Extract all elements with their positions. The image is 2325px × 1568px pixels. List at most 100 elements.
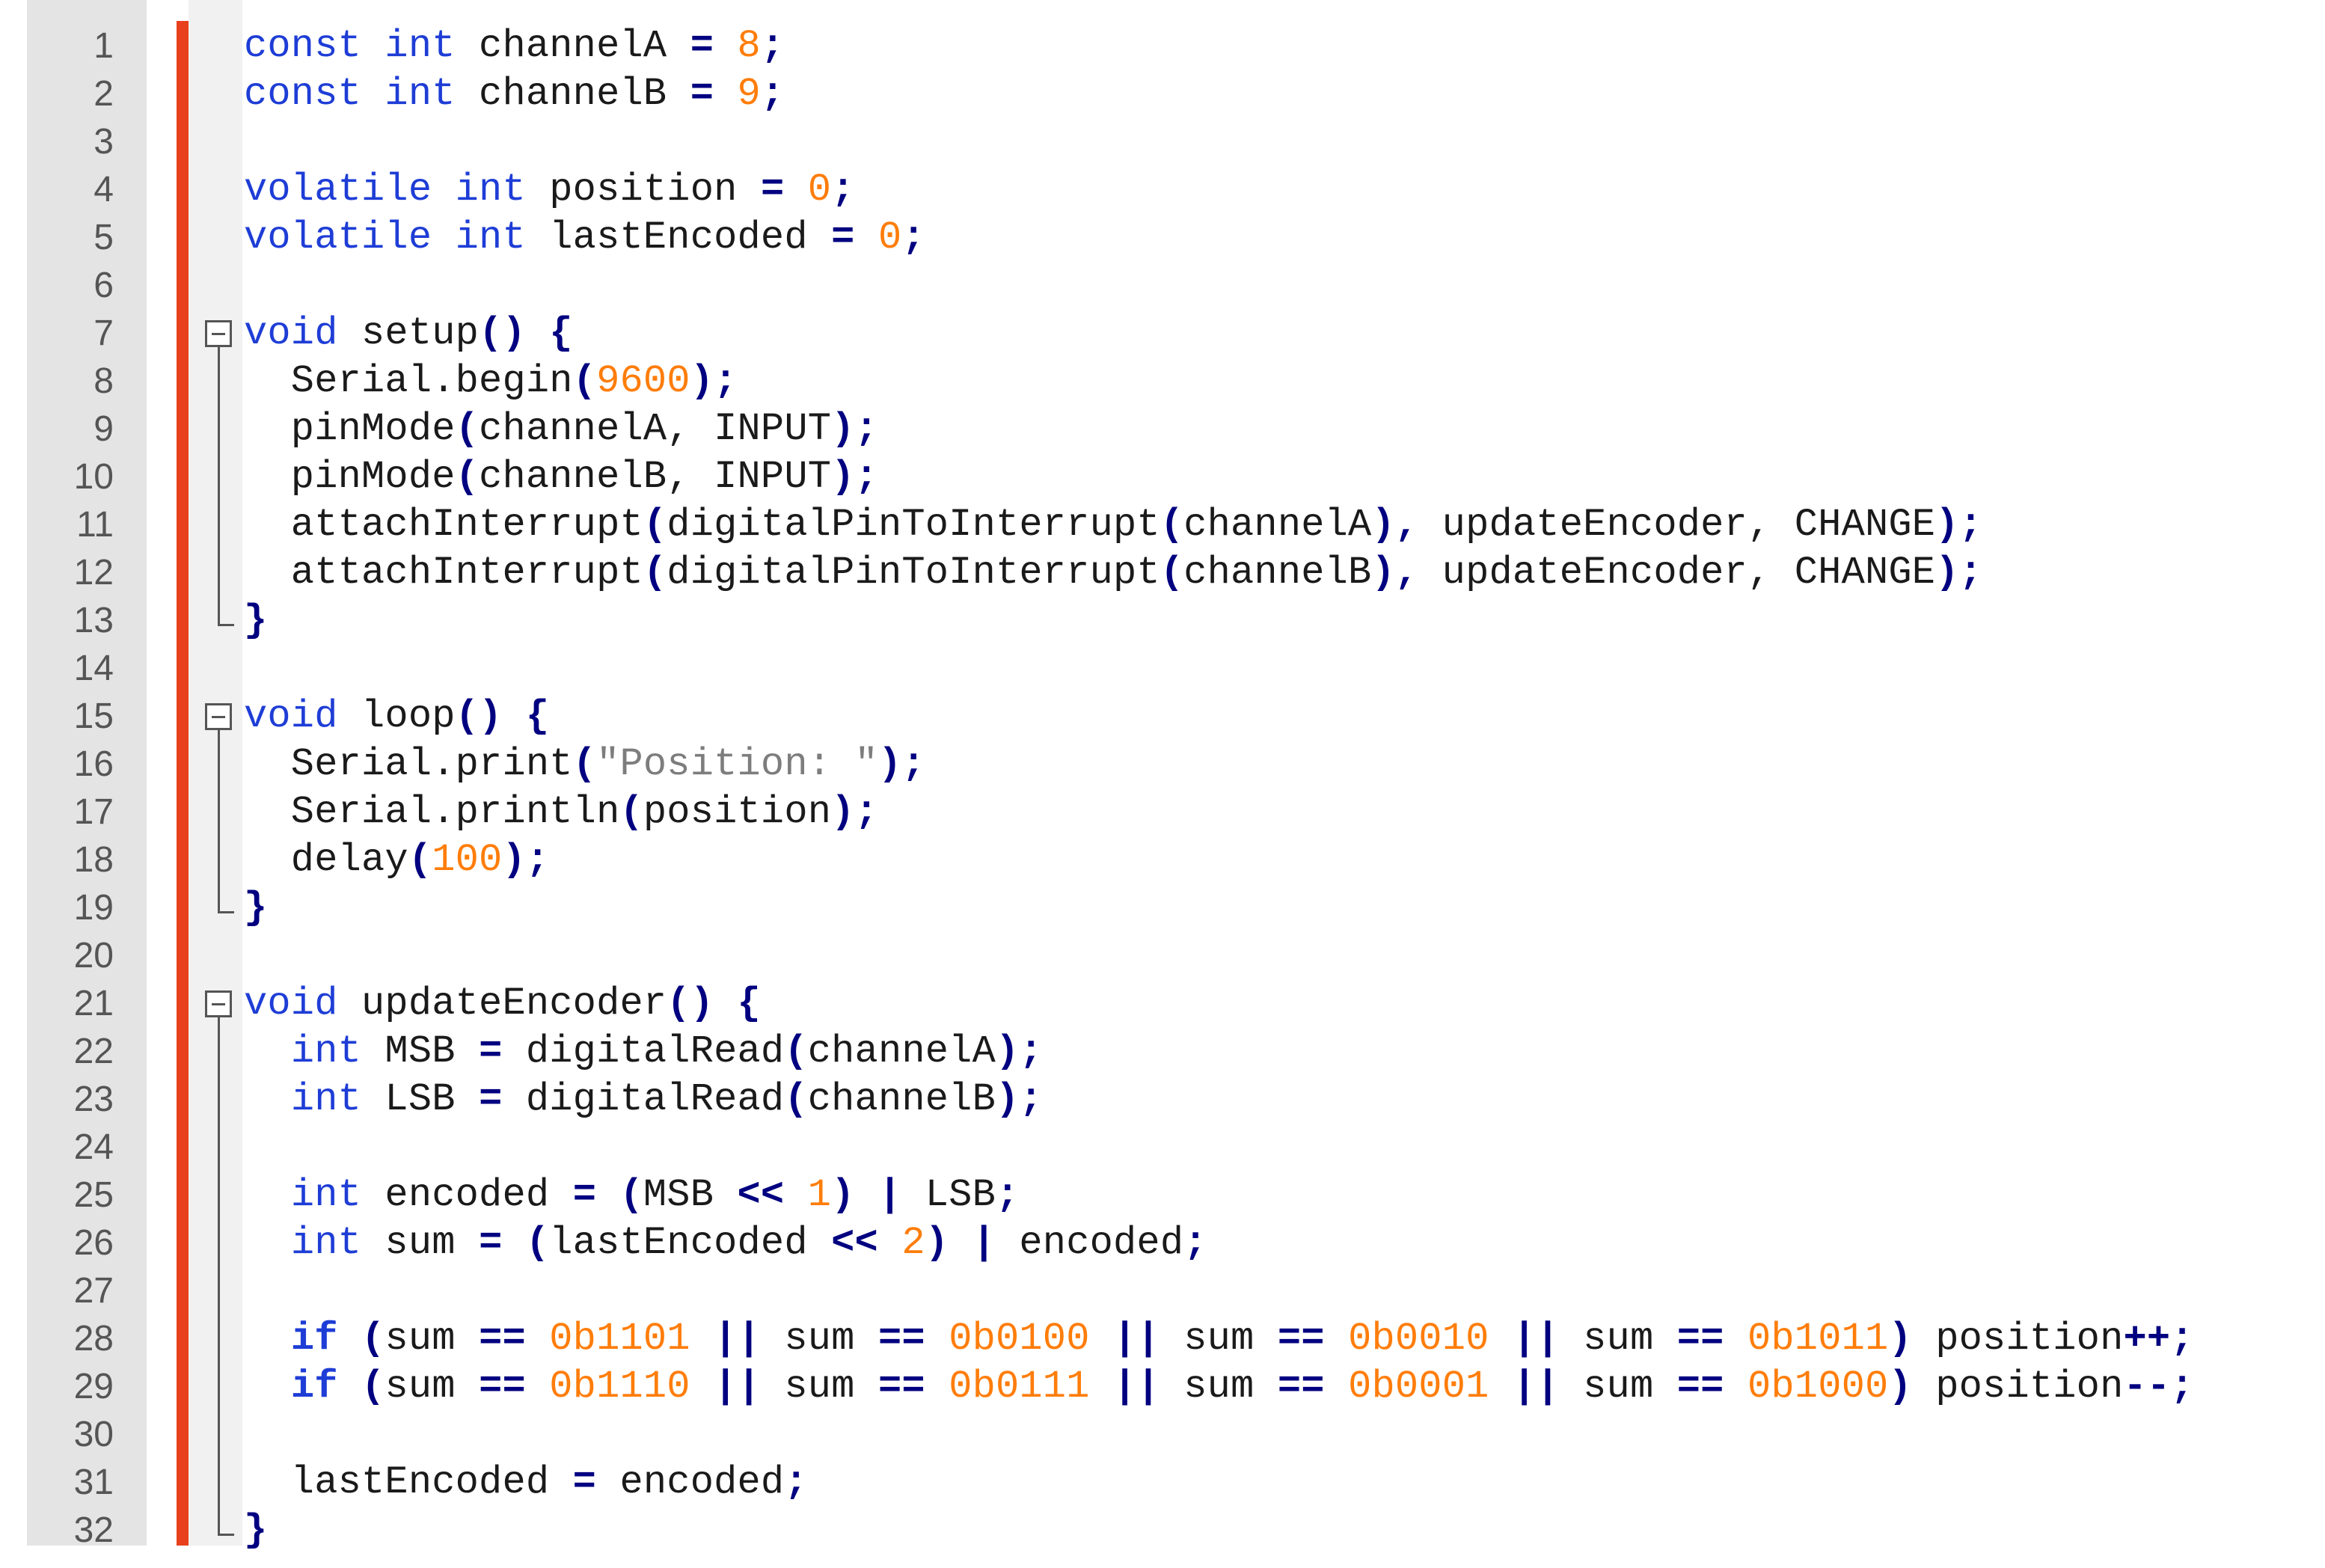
code-token: 9600 bbox=[596, 359, 690, 403]
code-token: int bbox=[290, 1029, 362, 1074]
code-line[interactable]: void loop() { bbox=[244, 693, 549, 741]
code-token: pinMode bbox=[244, 455, 456, 499]
code-token: ( bbox=[619, 790, 643, 834]
code-token bbox=[1489, 1317, 1513, 1361]
code-token: ; bbox=[831, 168, 855, 212]
code-line[interactable]: int MSB = digitalRead(channelA); bbox=[244, 1028, 1043, 1076]
fold-toggle-icon[interactable] bbox=[205, 990, 232, 1017]
code-line[interactable]: int sum = (lastEncoded << 2) | encoded; bbox=[244, 1219, 1207, 1267]
code-token: ), bbox=[1371, 503, 1419, 547]
code-token: void bbox=[244, 311, 338, 355]
code-line[interactable]: delay(100); bbox=[244, 836, 549, 884]
line-number: 11 bbox=[76, 505, 114, 545]
code-line[interactable]: if (sum == 0b1101 || sum == 0b0100 || su… bbox=[244, 1315, 2194, 1363]
code-line[interactable]: pinMode(channelA, INPUT); bbox=[244, 405, 878, 453]
code-token: delay bbox=[244, 838, 408, 882]
code-token bbox=[338, 1317, 361, 1361]
code-line[interactable]: Serial.begin(9600); bbox=[244, 358, 738, 405]
code-line[interactable]: int encoded = (MSB << 1) | LSB; bbox=[244, 1172, 1019, 1219]
line-number: 3 bbox=[94, 122, 114, 162]
line-number: 2 bbox=[94, 74, 114, 114]
code-token: ); bbox=[877, 742, 925, 786]
line-number: 19 bbox=[73, 888, 114, 928]
fold-toggle-icon[interactable] bbox=[205, 703, 232, 730]
code-token: loop bbox=[337, 694, 456, 738]
code-line[interactable]: if (sum == 0b1110 || sum == 0b0111 || su… bbox=[244, 1363, 2194, 1411]
code-token: = bbox=[690, 72, 714, 116]
code-token: ); bbox=[690, 359, 738, 403]
code-line[interactable]: const int channelB = 9; bbox=[244, 70, 784, 118]
code-token bbox=[714, 981, 737, 1026]
code-token bbox=[526, 1317, 549, 1361]
code-token: 1 bbox=[807, 1173, 832, 1217]
code-token: ( bbox=[1160, 503, 1184, 547]
code-token bbox=[1325, 1365, 1348, 1409]
code-token: sum bbox=[385, 1365, 480, 1409]
code-line[interactable]: lastEncoded = encoded; bbox=[244, 1459, 808, 1507]
code-token: --; bbox=[2123, 1365, 2194, 1409]
code-token: ; bbox=[760, 24, 785, 68]
code-token: attachInterrupt bbox=[244, 503, 643, 547]
code-token: ); bbox=[831, 455, 878, 499]
code-token: channelB, INPUT bbox=[479, 455, 832, 499]
code-line[interactable]: Serial.println(position); bbox=[244, 788, 878, 836]
code-token: = bbox=[572, 1173, 597, 1217]
code-token bbox=[244, 1365, 291, 1409]
line-number: 25 bbox=[73, 1175, 114, 1215]
code-token: 0 bbox=[877, 215, 902, 260]
code-token: ( bbox=[1160, 551, 1184, 595]
code-line[interactable]: pinMode(channelB, INPUT); bbox=[244, 453, 878, 501]
line-number: 13 bbox=[73, 601, 114, 640]
code-token: ( bbox=[408, 838, 432, 882]
fold-margin[interactable] bbox=[189, 0, 242, 1546]
code-line[interactable]: attachInterrupt(digitalPinToInterrupt(ch… bbox=[244, 549, 1982, 597]
code-line[interactable]: volatile int position = 0; bbox=[244, 166, 855, 214]
code-token bbox=[502, 1221, 525, 1265]
code-token: = bbox=[479, 1077, 503, 1121]
code-line[interactable]: attachInterrupt(digitalPinToInterrupt(ch… bbox=[244, 501, 1982, 549]
code-token: ) bbox=[831, 1173, 855, 1217]
code-token: digitalRead bbox=[502, 1077, 785, 1121]
code-token bbox=[244, 1077, 291, 1121]
code-token: ( bbox=[455, 407, 480, 451]
code-token: encoded bbox=[361, 1173, 573, 1217]
code-token: 0b0100 bbox=[949, 1317, 1090, 1361]
code-token bbox=[878, 1221, 901, 1265]
code-token: pinMode bbox=[244, 407, 456, 451]
code-token bbox=[1724, 1365, 1747, 1409]
code-token: channelB bbox=[807, 1077, 996, 1121]
code-line[interactable]: } bbox=[244, 1507, 267, 1555]
code-token: int bbox=[290, 1173, 362, 1217]
code-token: = bbox=[690, 24, 714, 68]
code-token: digitalPinToInterrupt bbox=[667, 503, 1160, 547]
code-token: << bbox=[831, 1221, 878, 1265]
code-line[interactable]: const int channelA = 8; bbox=[244, 22, 784, 70]
code-token: () bbox=[479, 311, 526, 355]
code-token: ; bbox=[1183, 1221, 1207, 1265]
code-token: 0b0111 bbox=[949, 1365, 1090, 1409]
code-line[interactable]: void setup() { bbox=[244, 310, 573, 358]
code-token: if bbox=[290, 1365, 338, 1409]
code-token bbox=[338, 1365, 361, 1409]
code-line[interactable]: void updateEncoder() { bbox=[244, 980, 761, 1028]
code-token: ); bbox=[502, 838, 550, 882]
code-token: 0b1110 bbox=[549, 1365, 690, 1409]
code-line[interactable]: } bbox=[244, 597, 267, 645]
code-token: ( bbox=[572, 742, 597, 786]
code-token: channelA, INPUT bbox=[479, 407, 832, 451]
code-token bbox=[526, 1365, 549, 1409]
code-line[interactable]: volatile int lastEncoded = 0; bbox=[244, 214, 925, 262]
code-line[interactable]: } bbox=[244, 884, 267, 932]
code-token: volatile int bbox=[244, 215, 526, 260]
line-number: 1 bbox=[94, 26, 114, 66]
fold-toggle-icon[interactable] bbox=[205, 320, 232, 347]
code-token: ) bbox=[1888, 1365, 1912, 1409]
code-line[interactable]: Serial.print("Position: "); bbox=[244, 741, 925, 788]
code-token: ( bbox=[784, 1077, 808, 1121]
code-token: || bbox=[1512, 1365, 1560, 1409]
code-line[interactable]: int LSB = digitalRead(channelB); bbox=[244, 1076, 1043, 1124]
code-token: { bbox=[737, 981, 761, 1026]
code-token: position bbox=[1911, 1365, 2124, 1409]
code-token: sum bbox=[1160, 1317, 1278, 1361]
code-token: || bbox=[1113, 1317, 1160, 1361]
